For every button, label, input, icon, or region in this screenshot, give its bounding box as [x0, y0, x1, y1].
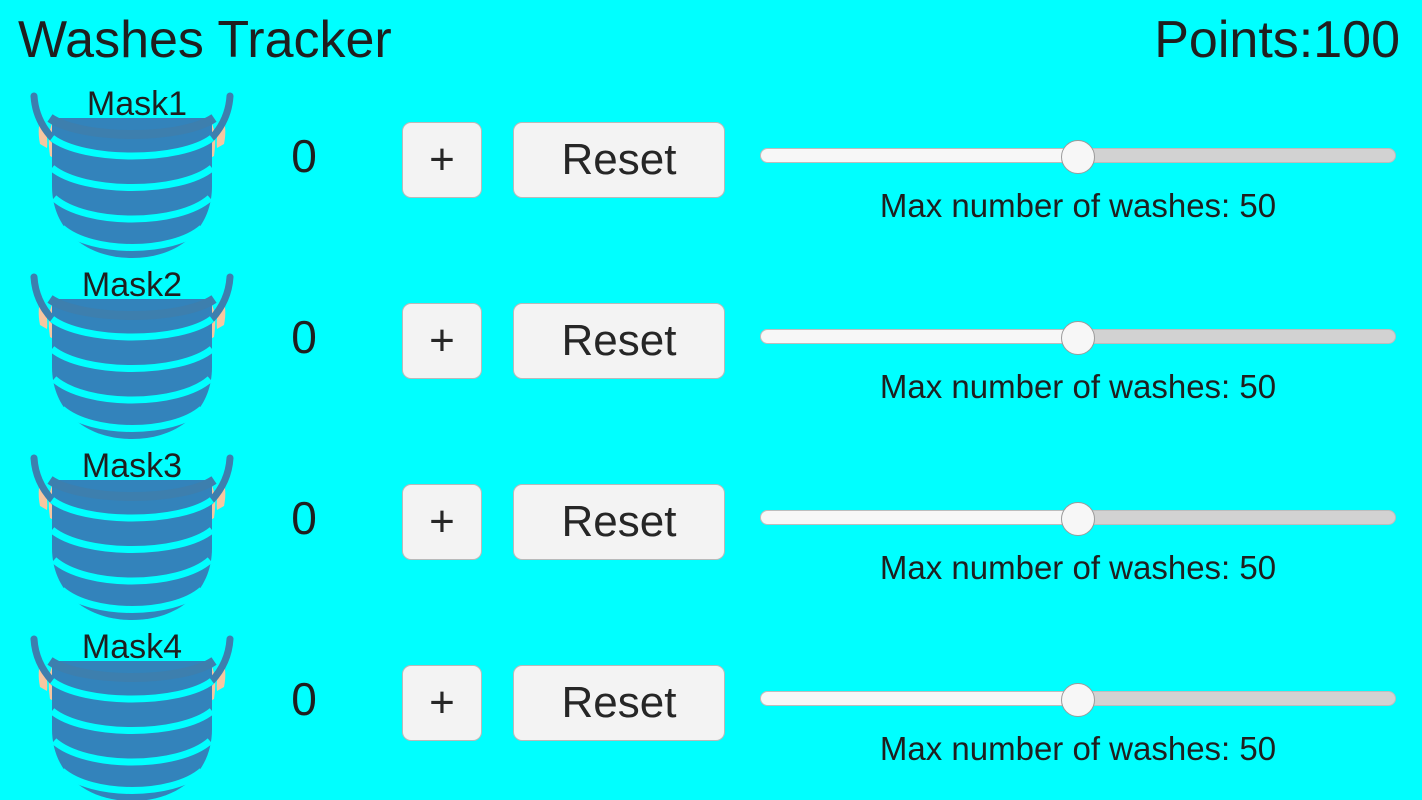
wash-count-value: 0 [291, 673, 317, 725]
reset-washes-button[interactable]: Reset [513, 122, 725, 198]
slider-fill [760, 148, 1078, 163]
face-mask-icon [12, 625, 252, 800]
points-label: Points: [1154, 11, 1314, 69]
points-display: Points:100 [1154, 8, 1400, 72]
max-washes-caption: Max number of washes: 50 [879, 549, 1277, 586]
reset-washes-button[interactable]: Reset [513, 484, 725, 560]
max-washes-slider-area: Max number of washes: 50 [760, 442, 1400, 623]
max-washes-slider-area: Max number of washes: 50 [760, 80, 1400, 261]
slider-knob[interactable] [1061, 683, 1095, 717]
face-mask-icon [12, 444, 252, 620]
increment-washes-button[interactable]: + [402, 303, 482, 379]
slider-knob[interactable] [1061, 140, 1095, 174]
slider-knob[interactable] [1061, 321, 1095, 355]
wash-count-value: 0 [291, 130, 317, 182]
slider-fill [760, 510, 1078, 525]
increment-washes-button[interactable]: + [402, 665, 482, 741]
wash-count-value: 0 [291, 311, 317, 363]
mask-row-4: Mask4 0 + Reset Max number of washes: 50 [0, 623, 1422, 800]
max-washes-slider[interactable] [760, 683, 1396, 717]
increment-washes-button[interactable]: + [402, 484, 482, 560]
max-washes-caption: Max number of washes: 50 [879, 368, 1277, 405]
mask-row-1: Mask1 0 + Reset Max number of washes: 50 [0, 80, 1422, 261]
max-washes-slider-area: Max number of washes: 50 [760, 261, 1400, 442]
wash-count-value: 0 [291, 492, 317, 544]
face-mask-icon [12, 263, 252, 439]
mask-row-2: Mask2 0 + Reset Max number of washes: 50 [0, 261, 1422, 442]
reset-washes-button[interactable]: Reset [513, 303, 725, 379]
mask-rows-list: Mask1 0 + Reset Max number of washes: 50 [0, 80, 1422, 800]
max-washes-slider[interactable] [760, 140, 1396, 174]
points-value: 100 [1313, 11, 1400, 69]
max-washes-slider-area: Max number of washes: 50 [760, 623, 1400, 800]
max-washes-caption: Max number of washes: 50 [879, 730, 1277, 767]
increment-washes-button[interactable]: + [402, 122, 482, 198]
reset-washes-button[interactable]: Reset [513, 665, 725, 741]
mask-row-3: Mask3 0 + Reset Max number of washes: 50 [0, 442, 1422, 623]
slider-knob[interactable] [1061, 502, 1095, 536]
max-washes-caption: Max number of washes: 50 [879, 187, 1277, 224]
face-mask-icon [12, 82, 252, 258]
max-washes-slider[interactable] [760, 502, 1396, 536]
page-title: Washes Tracker [18, 11, 392, 69]
slider-fill [760, 329, 1078, 344]
app-header: Washes Tracker Points:100 [0, 0, 1422, 80]
slider-fill [760, 691, 1078, 706]
max-washes-slider[interactable] [760, 321, 1396, 355]
